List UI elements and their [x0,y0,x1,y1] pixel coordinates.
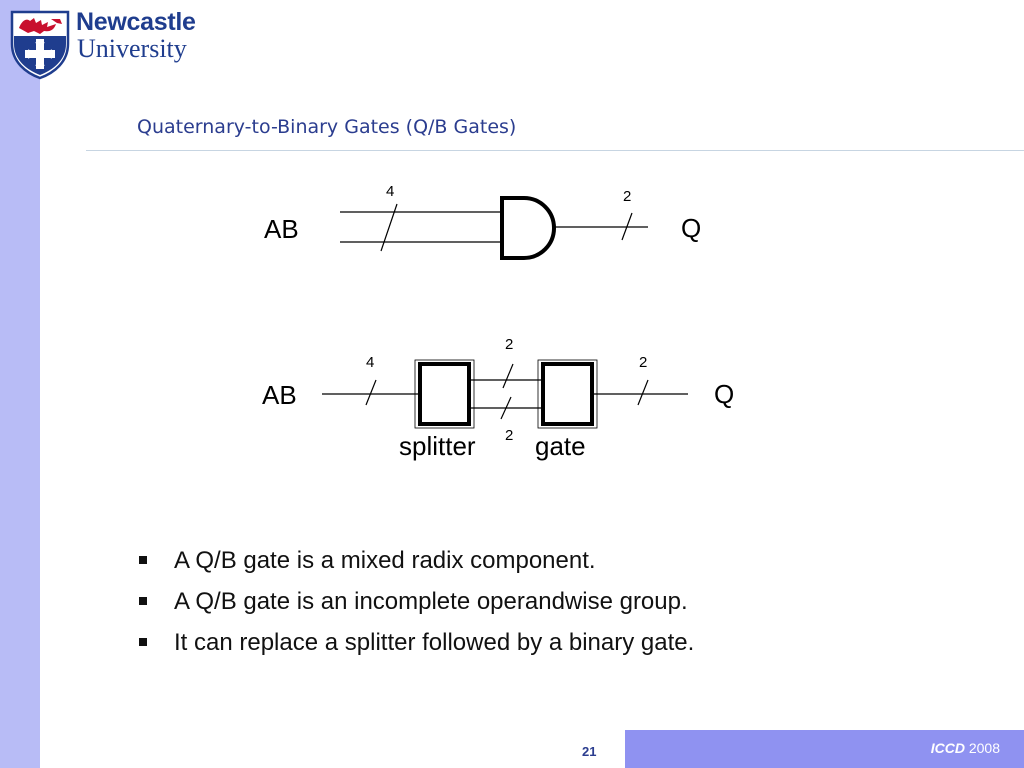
bullet-text: A Q/B gate is a mixed radix component. [174,547,596,574]
conference-year: 2008 [968,740,1000,756]
splitter-box [418,362,471,426]
binary-gate-box [541,362,594,426]
bottom-input-width: 4 [366,354,374,371]
mid-bottom-width: 2 [505,427,513,444]
square-bullet-icon [139,556,147,564]
top-qb-gate-symbol [500,196,556,260]
top-output-label: Q [681,213,701,243]
mid-top-bus-slash [502,363,514,389]
top-output-width: 2 [623,188,631,205]
square-bullet-icon [139,638,147,646]
splitter-box-shadow [414,359,475,429]
left-accent-bar [0,0,40,768]
conference-name: ICCD [930,740,965,756]
top-input-bus-slash [380,203,398,252]
title-divider [86,150,1024,151]
square-bullet-icon [139,597,147,605]
bottom-output-bus-slash [637,379,649,406]
bullet-text: It can replace a splitter followed by a … [174,629,695,656]
bottom-diagram: AB 4 2 2 2 Q splitter gate [262,336,734,461]
university-logo: Newcastle University [10,8,220,80]
logo-subtitle: University [77,34,187,63]
bullet-text: A Q/B gate is an incomplete operandwise … [174,588,688,615]
shield-icon [10,10,70,80]
splitter-label: splitter [399,431,476,461]
top-diagram: AB 4 2 Q [264,183,701,260]
top-input-width: 4 [386,183,394,200]
footer-bar: ICCD 2008 [625,730,1024,768]
logo-name: Newcastle [76,8,196,36]
bullet-item: A Q/B gate is a mixed radix component. [138,543,694,584]
bullet-item: A Q/B gate is an incomplete operandwise … [138,584,694,625]
top-output-bus-slash [621,212,633,241]
gate-label: gate [535,431,586,461]
mid-bottom-bus-slash [500,396,512,420]
top-input-label: AB [264,214,299,244]
slide-title: Quaternary-to-Binary Gates (Q/B Gates) [137,116,517,138]
bottom-output-label: Q [714,379,734,409]
bottom-output-width: 2 [639,354,647,371]
footer-conference: ICCD 2008 [931,740,1000,756]
bottom-input-label: AB [262,380,297,410]
bottom-input-bus-slash [365,379,377,406]
bullet-list: A Q/B gate is a mixed radix component. A… [138,543,694,666]
bullet-item: It can replace a splitter followed by a … [138,625,694,666]
mid-top-width: 2 [505,336,513,353]
page-number: 21 [582,744,597,759]
qb-gate-diagram: AB 4 2 Q AB 4 2 2 2 Q splitter gate [262,183,734,461]
